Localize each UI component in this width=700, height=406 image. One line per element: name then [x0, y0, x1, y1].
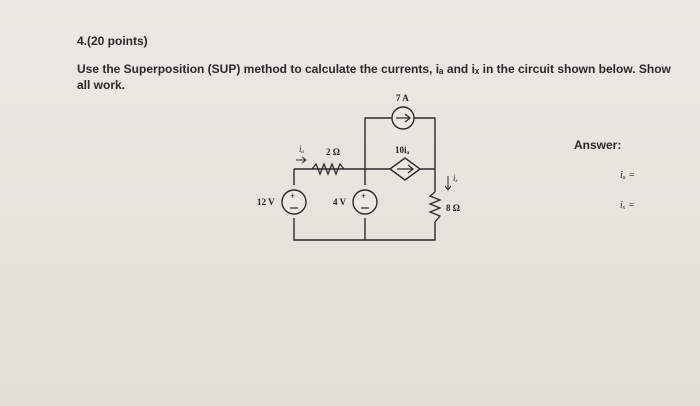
answer-title: Answer:	[574, 138, 622, 152]
voltage-source-12v	[281, 189, 307, 215]
voltage-source-4v	[352, 189, 378, 215]
resistor-8ohm	[428, 191, 442, 223]
label-ix: iₓ	[453, 173, 459, 183]
label-dep-source: 10iₐ	[395, 145, 410, 155]
current-arrow-ib	[296, 156, 307, 164]
arrow-right-icon	[397, 164, 414, 174]
plus-sign: +	[361, 191, 366, 201]
answer-box: Answer: iₐ = iₓ =	[560, 138, 680, 258]
plus-sign: +	[290, 191, 295, 201]
label-8ohm: 8 Ω	[446, 203, 460, 213]
problem-prompt: Use the Superposition (SUP) method to ca…	[77, 62, 671, 92]
resistor-2ohm	[311, 162, 345, 176]
problem-heading: 4.(20 points)	[77, 34, 148, 48]
answer-ix: iₓ =	[620, 200, 635, 211]
label-ib: iₐ	[299, 144, 305, 154]
current-arrow-ix	[444, 176, 452, 191]
label-12v: 12 V	[257, 197, 275, 207]
label-7a: 7 A	[396, 93, 409, 103]
arrow-right-icon	[396, 113, 412, 123]
label-4v: 4 V	[333, 197, 347, 207]
label-2ohm: 2 Ω	[326, 147, 340, 157]
answer-ib: iₐ =	[620, 170, 635, 181]
